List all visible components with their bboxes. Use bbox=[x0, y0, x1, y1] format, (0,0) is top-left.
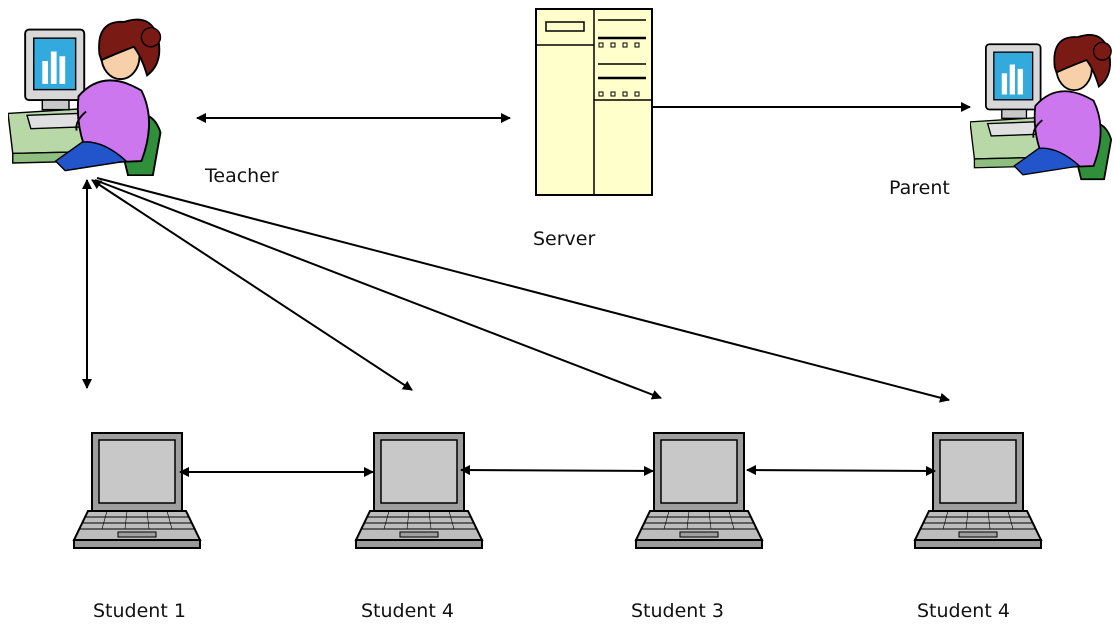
teacher-label: Teacher bbox=[204, 165, 279, 187]
teacher-student2-link bbox=[91, 179, 413, 391]
student-3-label: Student 3 bbox=[631, 600, 724, 622]
teacher-student3-link bbox=[94, 179, 662, 400]
student2-student3-link bbox=[460, 465, 654, 476]
teacher-computer-icon bbox=[8, 18, 162, 176]
teacher-student4-link bbox=[96, 177, 950, 403]
parent-computer-icon bbox=[970, 33, 1113, 181]
server-label: Server bbox=[533, 228, 595, 250]
server-icon bbox=[535, 8, 653, 196]
parent-label: Parent bbox=[889, 177, 950, 199]
student-1-label: Student 1 bbox=[93, 600, 186, 622]
student-laptop-3-icon bbox=[635, 432, 763, 549]
student-laptop-2-icon bbox=[355, 432, 483, 549]
student-4-label: Student 4 bbox=[917, 600, 1010, 622]
student-laptop-1-icon bbox=[73, 432, 201, 549]
student-2-label: Student 4 bbox=[361, 600, 454, 622]
student3-student4-link bbox=[746, 465, 936, 476]
student-laptop-4-icon bbox=[914, 432, 1042, 549]
